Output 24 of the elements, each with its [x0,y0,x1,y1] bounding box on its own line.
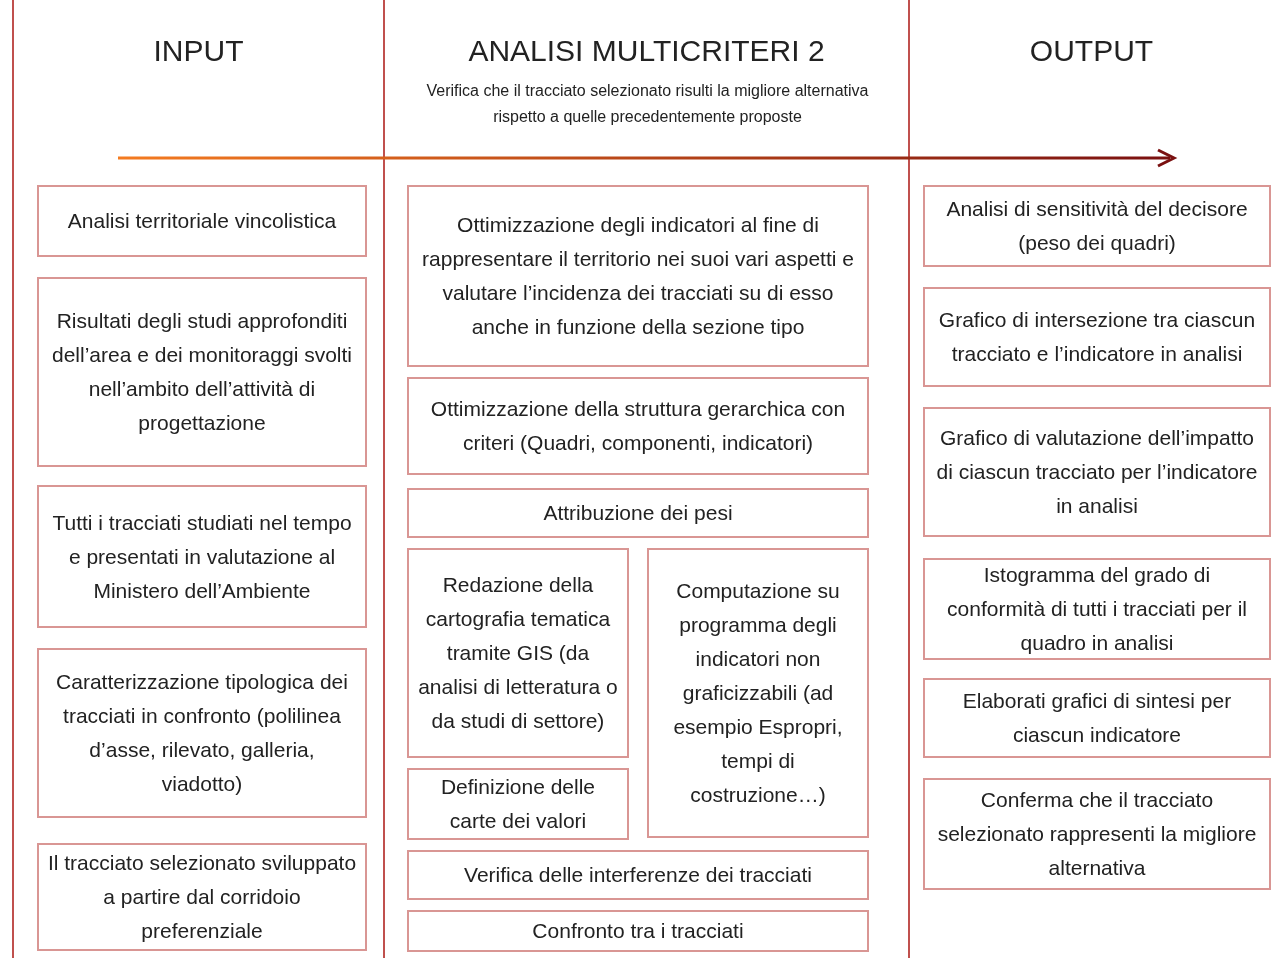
column-heading: INPUT [152,34,245,68]
process-box: Ottimizzazione della struttura gerarchica con criteri (Quadri, componenti, indicatori) [407,377,869,475]
process-box: Analisi di sensitività del decisore (peso dei quadri) [923,185,1271,267]
process-box: Tutti i tracciati studiati nel tempo e presentati in valutazione al Ministero dell’Ambiente [37,485,367,628]
process-box: Grafico di intersezione tra ciascun tracciato e l’indicatore in analisi [923,287,1271,387]
process-box: Elaborati grafici di sintesi per ciascun indicatore [923,678,1271,758]
column-heading: ANALISI MULTICRITERI 2 [467,34,826,68]
process-box: Confronto tra i tracciati [407,910,869,952]
process-box: Grafico di valutazione dell’impatto di ciascun tracciato per l’indicatore in analisi [923,407,1271,537]
column-subtitle: Verifica che il tracciato selezionato risulti la migliore alternativa rispetto a quelle precedentemente proposte [425,81,870,127]
column-heading: OUTPUT [1028,34,1155,68]
process-box: Redazione della cartografia tematica tramite GIS (da analisi di letteratura o da studi di settore) [407,548,629,758]
process-box: Istogramma del grado di conformità di tutti i tracciati per il quadro in analisi [923,558,1271,660]
process-box: Risultati degli studi approfonditi dell’area e dei monitoraggi svolti nell’ambito dell’attività di progettazione [37,277,367,467]
process-box: Computazione su programma degli indicatori non graficizzabili (ad esempio Espropri, tempi di costruzione…) [647,548,869,838]
process-box: Attribuzione dei pesi [407,488,869,538]
column-panel [12,0,385,958]
process-box: Il tracciato selezionato sviluppato a partire dal corridoio preferenziale [37,843,367,951]
process-box: Ottimizzazione degli indicatori al fine di rappresentare il territorio nei suoi vari aspetti e valutare l’incidenza dei tracciati su di esso anche in funzione della sezione tipo [407,185,869,367]
process-box: Verifica delle interferenze dei tracciati [407,850,869,900]
process-box: Conferma che il tracciato selezionato rappresenti la migliore alternativa [923,778,1271,890]
process-box: Definizione delle carte dei valori [407,768,629,840]
process-box: Caratterizzazione tipologica dei tracciati in confronto (polilinea d’asse, rilevato, galleria, viadotto) [37,648,367,818]
process-box: Analisi territoriale vincolistica [37,185,367,257]
